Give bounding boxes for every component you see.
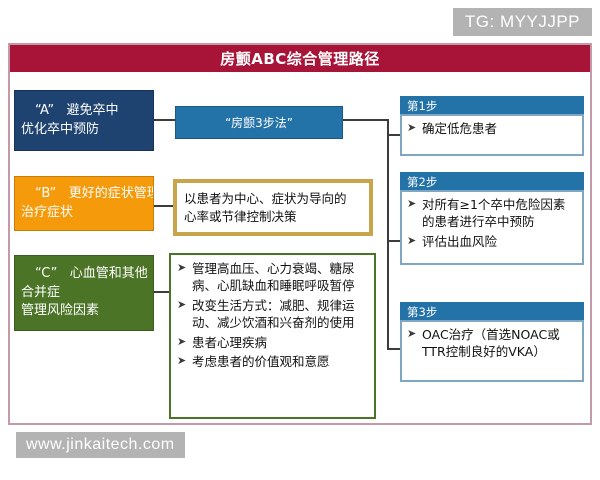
abc-c-subline: 合并症	[21, 284, 61, 300]
step-1-body: ➤ 确定低危患者	[400, 114, 584, 156]
arrow-bullet-icon: ➤	[177, 334, 187, 348]
connector-c-to-risk-list	[154, 291, 170, 293]
abc-b-key: “B”	[35, 185, 57, 201]
list-item: ➤ 确定低危患者	[406, 121, 577, 138]
arrow-bullet-icon: ➤	[407, 233, 417, 247]
site-watermark-text: www.jinkaitech.com	[26, 436, 175, 453]
risk-item-text: 考虑患者的价值观和意愿	[192, 354, 330, 370]
list-item: ➤ 评估出血风险	[406, 234, 577, 251]
patient-centered-line-1: 以患者为中心、症状为导向的	[184, 191, 347, 206]
arrow-bullet-icon: ➤	[407, 121, 417, 134]
patient-centered-decision-box: 以患者为中心、症状为导向的 心率或节律控制决策	[173, 179, 373, 236]
step-1-item-text: 确定低危患者	[422, 121, 498, 136]
step-1-header: 第1步	[400, 96, 584, 114]
list-item: ➤ 管理高血压、心力衰竭、糖尿病、心肌缺血和睡眠呼吸暂停	[176, 261, 368, 295]
list-item: ➤ 患者心理疾病	[176, 335, 368, 352]
arrow-bullet-icon: ➤	[177, 297, 187, 311]
abc-a-subline: 优化卒中预防	[21, 121, 100, 137]
step-3-header: 第3步	[400, 302, 584, 320]
connector-a-to-3step	[154, 119, 176, 121]
list-item: ➤ OAC治疗（首选NOAC或TTR控制良好的VKA）	[406, 327, 577, 361]
step-2-list: ➤ 对所有≥1个卒中危险因素的患者进行卒中预防 ➤ 评估出血风险	[406, 197, 577, 251]
connector-b-to-patient-box	[154, 205, 174, 207]
risk-item-text: 管理高血压、心力衰竭、糖尿病、心肌缺血和睡眠呼吸暂停	[192, 261, 355, 293]
step-2-item-text: 评估出血风险	[422, 233, 498, 249]
step-2-item-text: 对所有≥1个卒中危险因素的患者进行卒中预防	[422, 197, 566, 229]
abc-box-a: “A” 避免卒中 优化卒中预防	[14, 90, 154, 151]
connector-trunk-to-step2	[387, 240, 401, 242]
step-3-body: ➤ OAC治疗（首选NOAC或TTR控制良好的VKA）	[400, 320, 584, 382]
abc-b-subline: 治疗症状	[21, 204, 74, 220]
abc-c-subline-2: 管理风险因素	[21, 303, 100, 319]
connector-trunk-to-step1	[387, 134, 401, 136]
list-item: ➤ 考虑患者的价值观和意愿	[176, 354, 368, 371]
page-title: 房颤ABC综合管理路径	[220, 50, 380, 68]
step-1-header-label: 第1步	[407, 99, 438, 113]
connector-vertical-trunk-lower	[387, 240, 389, 350]
abc-box-c: “C” 心血管和其他 合并症 管理风险因素	[14, 255, 154, 331]
step-2-body: ➤ 对所有≥1个卒中危险因素的患者进行卒中预防 ➤ 评估出血风险	[400, 190, 584, 265]
connector-vertical-trunk	[387, 119, 389, 242]
abc-box-b: “B” 更好的症状管理 治疗症状	[14, 176, 154, 231]
abc-b-headline: 更好的症状管理	[68, 185, 154, 201]
step-1-list: ➤ 确定低危患者	[406, 121, 577, 138]
arrow-bullet-icon: ➤	[177, 261, 187, 274]
abc-a-key: “A”	[35, 102, 55, 118]
risk-factor-list: ➤ 管理高血压、心力衰竭、糖尿病、心肌缺血和睡眠呼吸暂停 ➤ 改变生活方式：减肥…	[176, 261, 368, 371]
tg-watermark-text: TG: MYYJJPP	[464, 12, 580, 31]
arrow-bullet-icon: ➤	[177, 354, 187, 368]
abc-c-key: “C”	[35, 265, 58, 281]
connector-3step-to-trunk	[343, 119, 389, 121]
risk-item-text: 患者心理疾病	[192, 334, 268, 350]
list-item: ➤ 改变生活方式：减肥、规律运动、减少饮酒和兴奋剂的使用	[176, 298, 368, 332]
list-item: ➤ 对所有≥1个卒中危险因素的患者进行卒中预防	[406, 197, 577, 231]
step-3-list: ➤ OAC治疗（首选NOAC或TTR控制良好的VKA）	[406, 327, 577, 361]
patient-centered-line-2: 心率或节律控制决策	[184, 208, 297, 224]
step-3-header-label: 第3步	[407, 305, 438, 319]
tg-watermark: TG: MYYJJPP	[452, 8, 592, 36]
step-3-item-text: OAC治疗（首选NOAC或TTR控制良好的VKA）	[422, 327, 560, 359]
three-step-method-label: “房颤3步法”	[224, 116, 294, 130]
abc-c-headline: 心血管和其他	[69, 265, 148, 281]
risk-item-text: 改变生活方式：减肥、规律运动、减少饮酒和兴奋剂的使用	[192, 297, 355, 330]
step-2-header-label: 第2步	[407, 175, 438, 189]
abc-a-headline: 避免卒中	[66, 102, 119, 118]
arrow-bullet-icon: ➤	[407, 327, 417, 340]
arrow-bullet-icon: ➤	[407, 197, 417, 210]
risk-factor-list-box: ➤ 管理高血压、心力衰竭、糖尿病、心肌缺血和睡眠呼吸暂停 ➤ 改变生活方式：减肥…	[169, 253, 376, 419]
three-step-method-box: “房颤3步法”	[175, 106, 343, 139]
diagram-title-bar: 房颤ABC综合管理路径	[10, 45, 590, 72]
site-watermark: www.jinkaitech.com	[16, 432, 185, 458]
step-2-header: 第2步	[400, 172, 584, 190]
connector-trunk-to-step3	[387, 348, 401, 350]
